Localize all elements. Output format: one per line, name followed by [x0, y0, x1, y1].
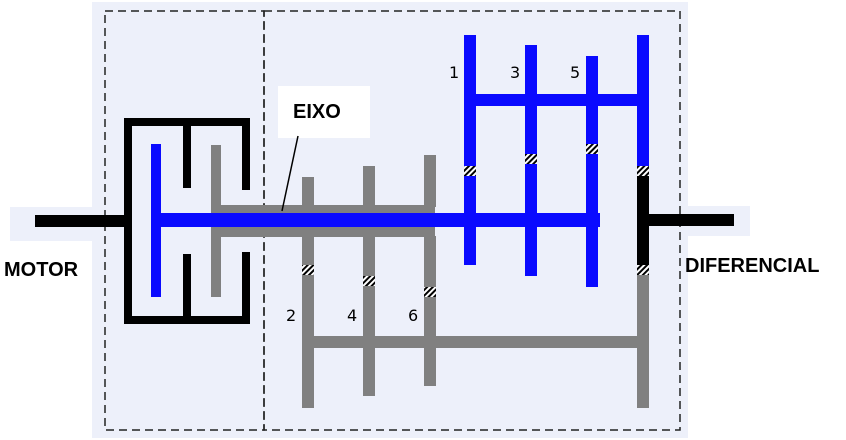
bearing-5	[586, 144, 598, 154]
bearings	[302, 144, 649, 297]
bearing-output-top	[637, 166, 649, 176]
gear-label-6: 6	[408, 306, 418, 325]
odd-countershaft-group	[464, 35, 649, 287]
bearing-4	[363, 276, 375, 286]
bearing-6	[424, 287, 436, 297]
gear-4-upper	[363, 166, 375, 206]
bearing-output-bottom	[637, 265, 649, 275]
gear-6-upper	[424, 155, 436, 207]
gear-6-lower	[424, 236, 436, 386]
output-grey-mid	[637, 266, 649, 408]
differential-output	[637, 176, 734, 268]
even-output-shaft	[302, 336, 647, 348]
differential-shaft	[645, 214, 734, 226]
shaft-label: EIXO	[293, 101, 341, 123]
output-blue-top	[637, 35, 649, 178]
clutch-basket	[124, 118, 250, 324]
bearing-2	[302, 265, 314, 275]
gear-label-1: 1	[449, 63, 459, 82]
motor-input-shaft	[35, 215, 127, 227]
gear-2-lower	[302, 236, 314, 408]
gear-label-5: 5	[570, 63, 580, 82]
gear-2-upper	[302, 177, 314, 207]
bearing-3	[525, 154, 537, 164]
shaft-callout-box	[278, 86, 370, 138]
shaft-callout-leader	[281, 135, 299, 212]
bearing-1	[464, 166, 476, 176]
gear-4-lower	[363, 236, 375, 396]
gear-label-4: 4	[347, 306, 357, 325]
gear-label-3: 3	[510, 63, 520, 82]
output-shaft-black	[637, 176, 649, 268]
odd-gear-train	[151, 144, 600, 297]
odd-inner-shaft	[155, 213, 600, 227]
differential-label: DIFERENCIAL	[685, 255, 819, 277]
motor-label: MOTOR	[4, 259, 79, 281]
odd-output-shaft	[464, 94, 648, 106]
gear-5	[586, 56, 598, 287]
gear-label-2: 2	[286, 306, 296, 325]
gear-1	[464, 35, 476, 265]
